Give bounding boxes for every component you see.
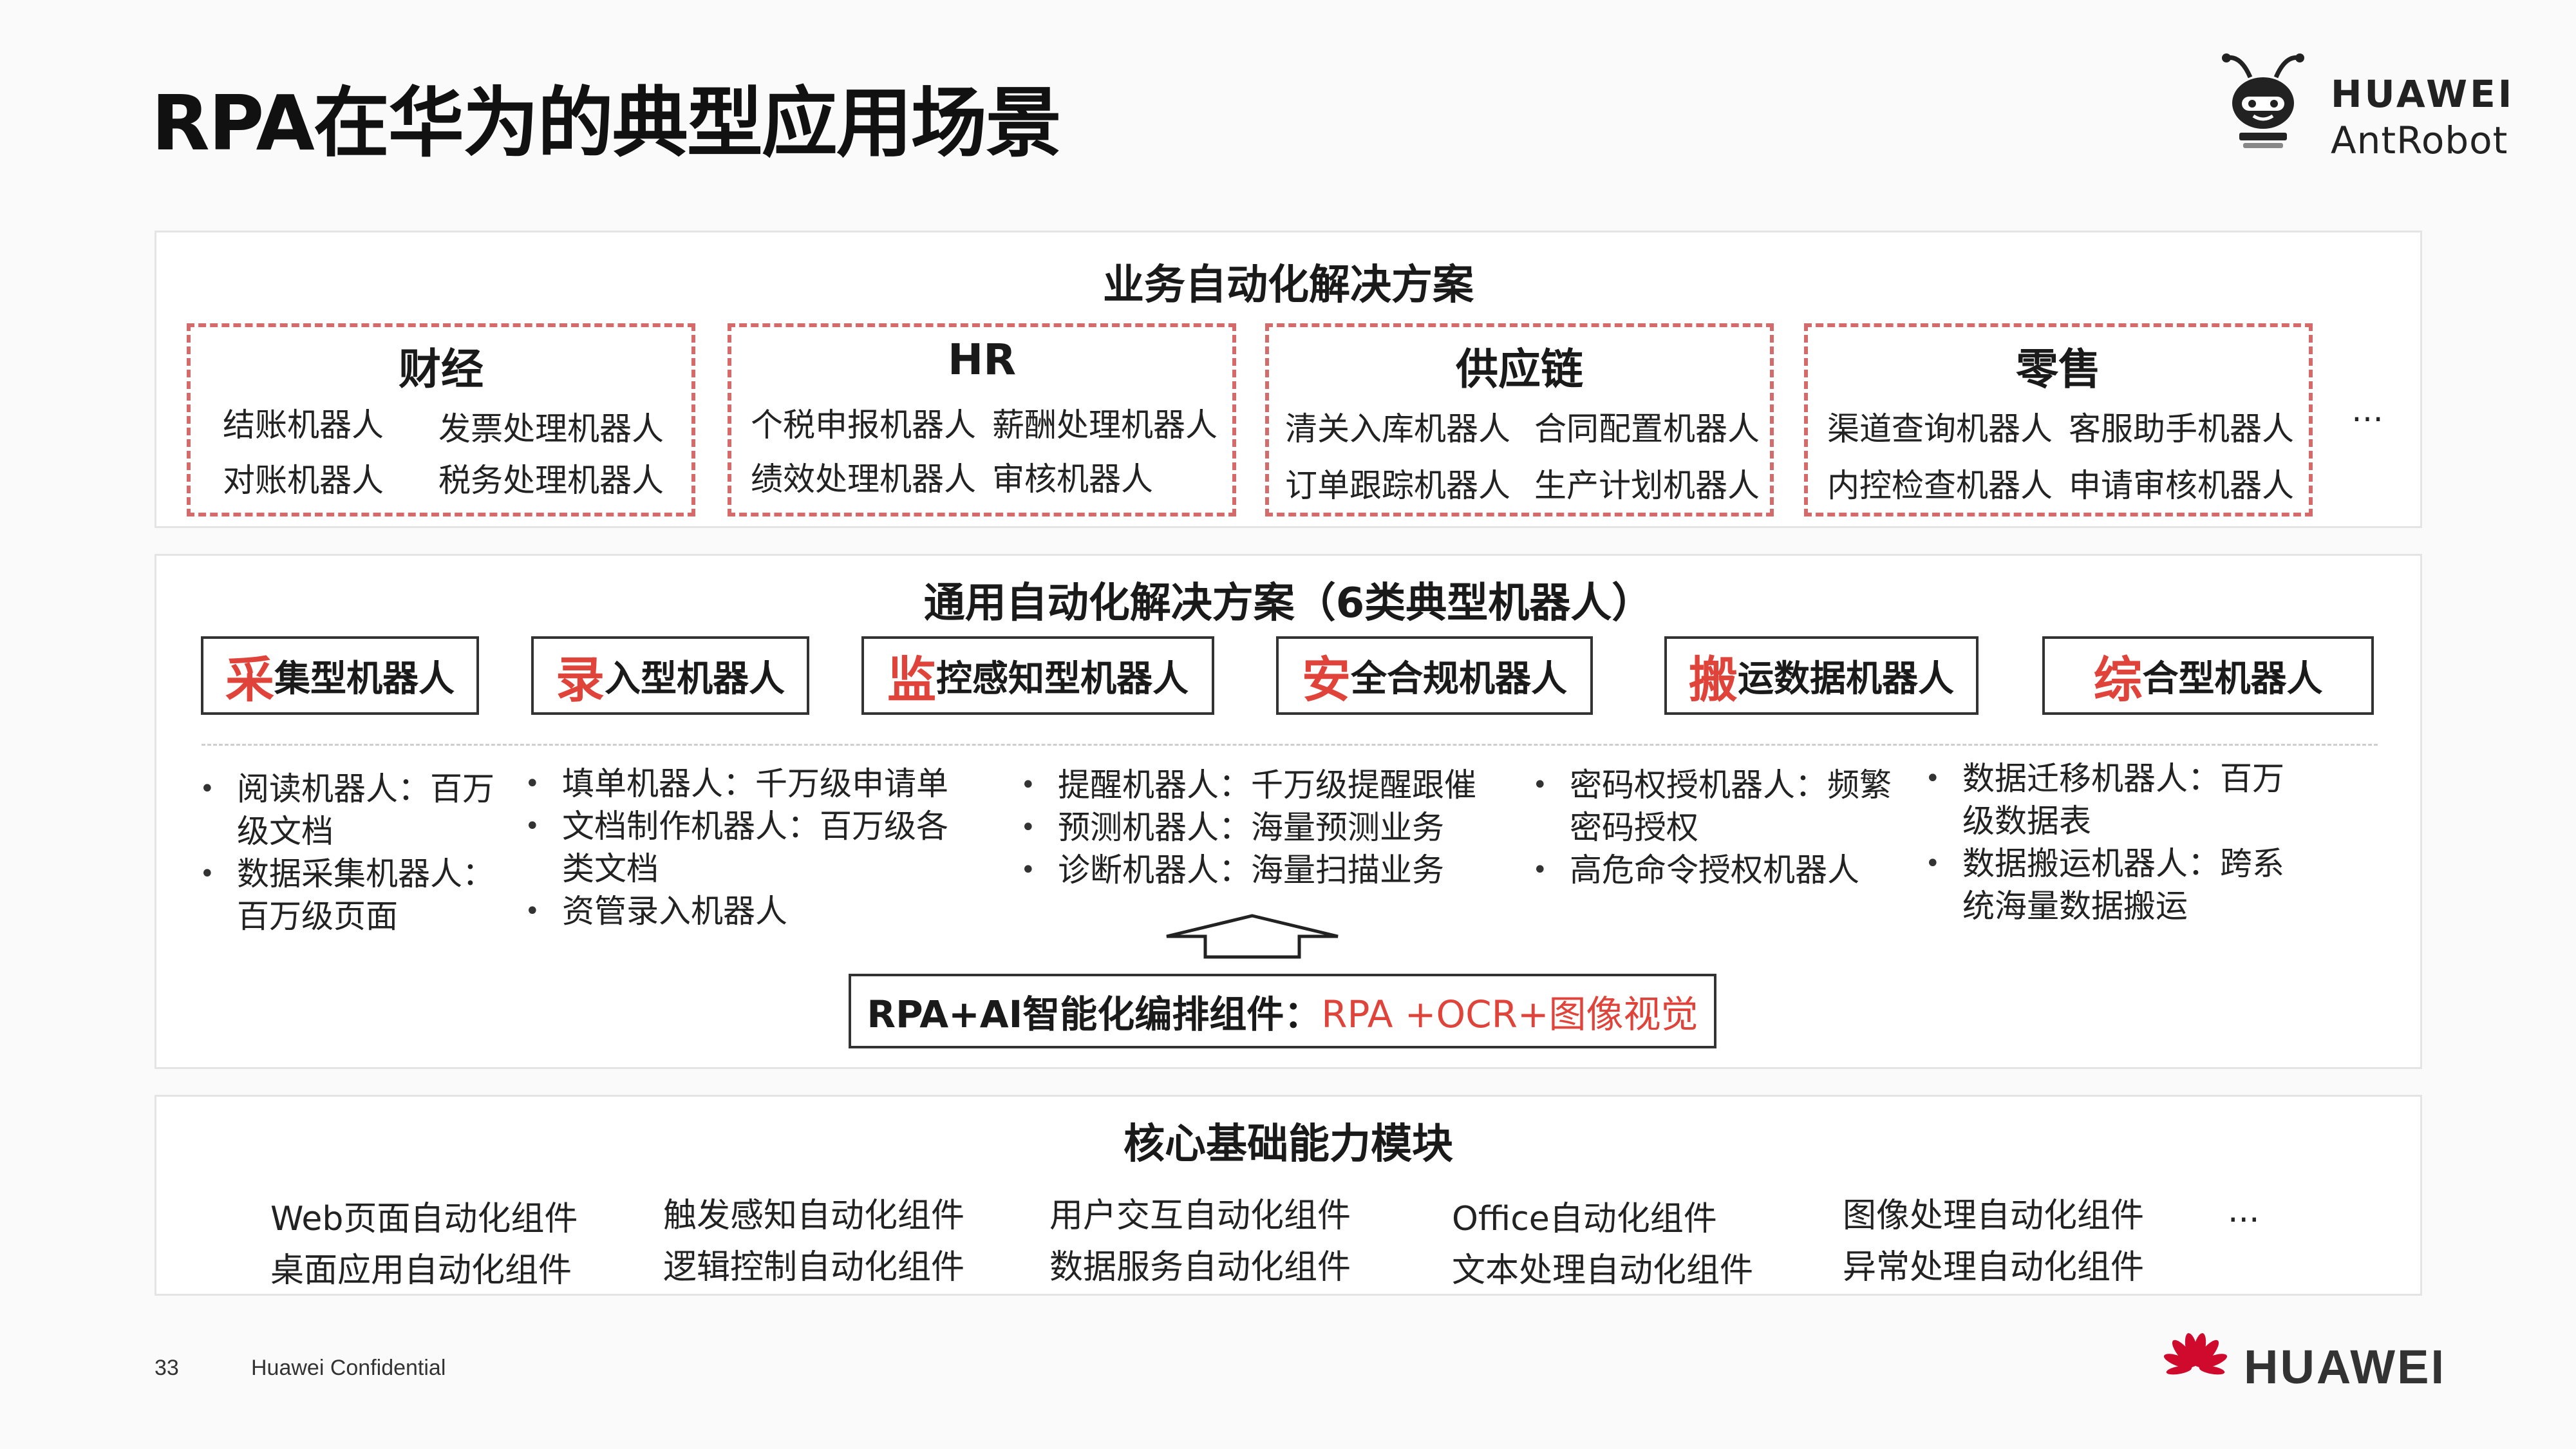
- core-module-title: 核心基础能力模块: [1123, 1121, 1453, 1168]
- core-item: Web页面自动化组件: [270, 1200, 578, 1238]
- robot-type-collect: 采集型机器人: [201, 636, 479, 715]
- list-item: 预测机器人：海量预测业务: [1020, 806, 1536, 849]
- group-retail-title: 零售: [2016, 345, 2101, 394]
- group-item: 申请审核机器人: [2069, 467, 2294, 504]
- list-item: 数据迁移机器人：百万级数据表: [1925, 757, 2299, 842]
- robot-rest: 集型机器人: [274, 658, 455, 700]
- robot-first-char: 监: [887, 651, 936, 708]
- robot-type-input: 录入型机器人: [531, 636, 809, 715]
- group-finance-title: 财经: [399, 345, 484, 394]
- group-supply-chain-title: 供应链: [1456, 345, 1583, 394]
- robot-first-char: 安: [1302, 651, 1351, 708]
- group-item: 结账机器人: [223, 406, 384, 444]
- core-item: 用户交互自动化组件: [1049, 1197, 1351, 1235]
- core-ellipsis: ...: [2228, 1191, 2260, 1230]
- robot-rest: 控感知型机器人: [936, 658, 1189, 700]
- group-supply-chain: 供应链 清关入库机器人 合同配置机器人 订单跟踪机器人 生产计划机器人: [1265, 323, 1774, 516]
- list-item: 高危命令授权机器人: [1532, 849, 1919, 891]
- list-item: 诊断机器人：海量扫描业务: [1020, 849, 1536, 891]
- robot-rest: 合型机器人: [2142, 658, 2323, 700]
- page-number: 33: [155, 1356, 179, 1380]
- group-hr: HR 个税申报机器人 薪酬处理机器人 绩效处理机器人 审核机器人: [728, 323, 1236, 516]
- antrobot-logo-icon: [2222, 53, 2304, 148]
- list-item: 资管录入机器人: [525, 890, 975, 933]
- list-item: 数据采集机器人：百万级页面: [200, 853, 502, 938]
- group-retail: 零售 渠道查询机器人 客服助手机器人 内控检查机器人 申请审核机器人: [1804, 323, 2313, 516]
- group-item: 清关入库机器人: [1285, 410, 1510, 448]
- core-item: Office自动化组件: [1452, 1200, 1717, 1238]
- list-item: 文档制作机器人：百万级各类文档: [525, 805, 975, 890]
- group-item: 税务处理机器人: [438, 462, 664, 499]
- group-hr-title: HR: [947, 335, 1017, 384]
- robot-rest: 全合规机器人: [1351, 658, 1567, 700]
- details-input: 填单机器人：千万级申请单 文档制作机器人：百万级各类文档 资管录入机器人: [525, 762, 975, 933]
- core-item: 数据服务自动化组件: [1049, 1248, 1351, 1287]
- group-item: 生产计划机器人: [1534, 467, 1760, 504]
- business-automation-panel: 业务自动化解决方案: [155, 231, 2422, 528]
- group-item: 渠道查询机器人: [1827, 410, 2053, 448]
- details-security: 密码权授机器人：频繁密码授权 高危命令授权机器人: [1532, 764, 1919, 891]
- details-collect: 阅读机器人：百万级文档 数据采集机器人：百万级页面: [200, 768, 502, 938]
- ai-label: RPA+AI智能化编排组件：: [867, 992, 1322, 1036]
- page-title: RPA在华为的典型应用场景: [151, 79, 1062, 167]
- robot-rest: 入型机器人: [605, 658, 785, 700]
- confidential-label: Huawei Confidential: [251, 1356, 446, 1380]
- list-item: 填单机器人：千万级申请单: [525, 762, 975, 805]
- core-item: 桌面应用自动化组件: [270, 1251, 572, 1290]
- ai-value: RPA +OCR+图像视觉: [1321, 992, 1698, 1036]
- list-item: 密码权授机器人：频繁密码授权: [1532, 764, 1919, 849]
- robot-first-char: 搬: [1689, 651, 1738, 708]
- robot-first-char: 录: [556, 651, 605, 708]
- business-ellipsis: …: [2351, 392, 2383, 429]
- brand-line1: HUAWEI: [2331, 72, 2515, 116]
- group-item: 订单跟踪机器人: [1285, 467, 1510, 504]
- core-item: 文本处理自动化组件: [1452, 1251, 1754, 1290]
- robot-type-security: 安全合规机器人: [1276, 636, 1593, 715]
- brand-text: HUAWEI AntRobot: [2331, 71, 2514, 164]
- robot-type-monitor: 监控感知型机器人: [861, 636, 1214, 715]
- list-item: 提醒机器人：千万级提醒跟催: [1020, 764, 1536, 806]
- group-item: 合同配置机器人: [1534, 410, 1760, 448]
- core-item: 异常处理自动化组件: [1843, 1248, 2145, 1287]
- robot-type-comprehensive: 综合型机器人: [2042, 636, 2374, 715]
- group-item: 个税申报机器人: [751, 406, 976, 444]
- list-item: 数据搬运机器人：跨系统海量数据搬运: [1925, 842, 2299, 927]
- core-item: 触发感知自动化组件: [663, 1197, 965, 1235]
- huawei-logo-text: HUAWEI: [2244, 1340, 2446, 1394]
- ai-orchestration-box: RPA+AI智能化编排组件： RPA +OCR+图像视觉: [849, 974, 1716, 1048]
- details-transport: 数据迁移机器人：百万级数据表 数据搬运机器人：跨系统海量数据搬运: [1925, 757, 2299, 927]
- divider: [202, 744, 2378, 746]
- group-item: 审核机器人: [992, 460, 1153, 498]
- business-automation-title: 业务自动化解决方案: [1103, 261, 1474, 309]
- core-item: 逻辑控制自动化组件: [663, 1248, 965, 1287]
- group-item: 绩效处理机器人: [751, 460, 976, 498]
- up-arrow-icon: [1166, 914, 1339, 959]
- group-item: 发票处理机器人: [438, 410, 664, 448]
- group-item: 薪酬处理机器人: [992, 406, 1217, 444]
- group-item: 内控检查机器人: [1827, 467, 2053, 504]
- general-automation-title: 通用自动化解决方案（6类典型机器人）: [923, 580, 1653, 627]
- group-finance: 财经 结账机器人 发票处理机器人 对账机器人 税务处理机器人: [187, 323, 695, 516]
- robot-rest: 运数据机器人: [1738, 658, 1954, 700]
- core-item: 图像处理自动化组件: [1843, 1197, 2145, 1235]
- group-item: 客服助手机器人: [2069, 410, 2294, 448]
- robot-type-transport: 搬运数据机器人: [1664, 636, 1979, 715]
- details-monitor: 提醒机器人：千万级提醒跟催 预测机器人：海量预测业务 诊断机器人：海量扫描业务: [1020, 764, 1536, 891]
- group-item: 对账机器人: [223, 462, 384, 499]
- core-module-panel: 核心基础能力模块: [155, 1095, 2422, 1296]
- brand-line2: AntRobot: [2331, 118, 2508, 162]
- robot-first-char: 综: [2093, 651, 2143, 708]
- huawei-flower-logo-icon: [2163, 1333, 2228, 1375]
- robot-first-char: 采: [225, 651, 274, 708]
- list-item: 阅读机器人：百万级文档: [200, 768, 502, 853]
